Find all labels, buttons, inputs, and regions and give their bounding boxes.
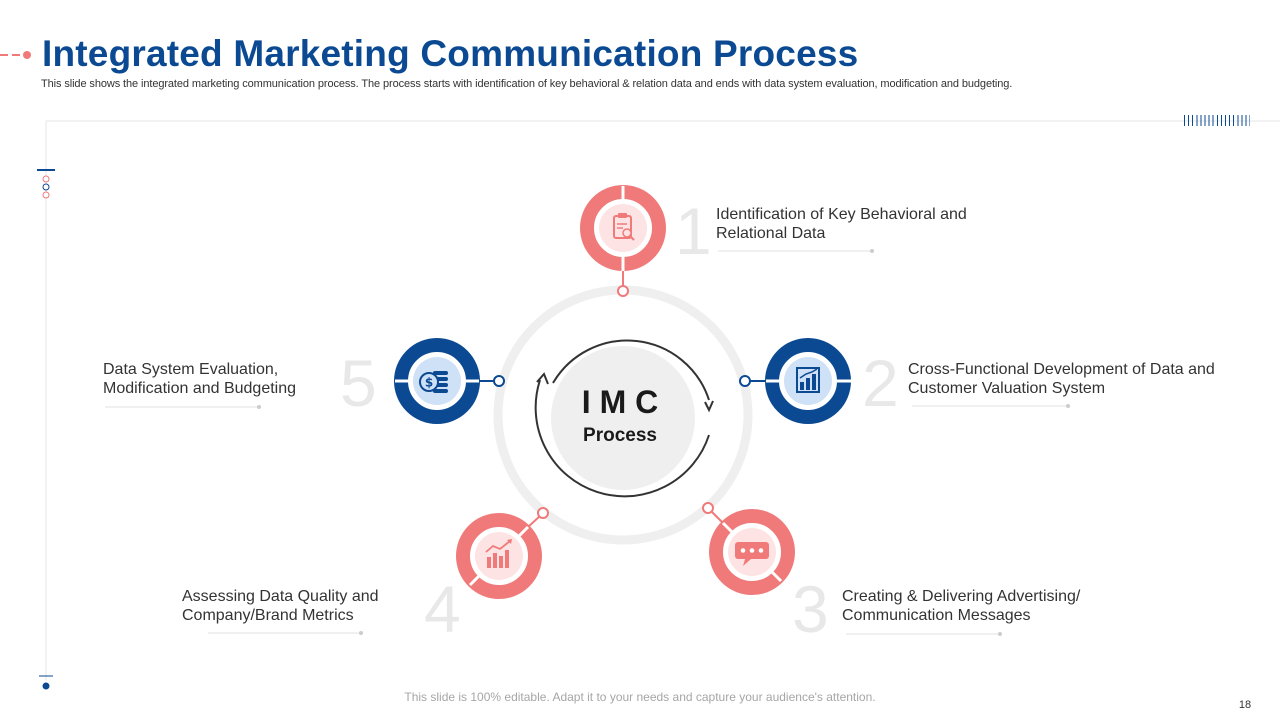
step-1-number: 1 — [675, 194, 712, 268]
connector-4 — [527, 515, 541, 528]
connector-dot-5 — [493, 375, 505, 387]
decor-ring — [42, 183, 50, 191]
step-1-line1: Identification of Key Behavioral and — [716, 206, 967, 223]
step-1-line2: Relational Data — [716, 225, 826, 242]
step-3-underline-dot — [998, 632, 1002, 636]
speech-bubble-icon — [735, 542, 769, 566]
step-2-line2: Customer Valuation System — [908, 380, 1106, 397]
page-title: Integrated Marketing Communication Proce… — [42, 33, 859, 74]
step-5-underline-dot — [257, 405, 261, 409]
decor-ring — [42, 191, 50, 199]
cycle-arrow-top — [552, 339, 710, 401]
step-4-line2: Company/Brand Metrics — [182, 607, 354, 624]
center-label-process: Process — [583, 425, 657, 446]
connector-dot-4 — [537, 507, 549, 519]
connector-dot-1 — [617, 285, 629, 297]
step-5-text: Data System Evaluation, Modification and… — [103, 360, 296, 398]
step-2-number: 2 — [862, 346, 899, 420]
page-number: 18 — [1238, 699, 1252, 711]
cycle-arrow-bottom — [534, 379, 710, 498]
step-5-line1: Data System Evaluation, — [103, 361, 279, 378]
center-label-imc: I M C — [581, 384, 659, 420]
step-2-text: Cross-Functional Development of Data and… — [908, 360, 1215, 398]
step-1-text: Identification of Key Behavioral and Rel… — [716, 205, 967, 243]
page-subtitle: This slide shows the integrated marketin… — [41, 78, 1013, 90]
bar-chart-icon — [796, 367, 820, 393]
step-5-number: 5 — [340, 346, 377, 420]
money-icon: $ — [419, 371, 448, 393]
step-3-text: Creating & Delivering Advertising/ Commu… — [842, 587, 1080, 625]
step-1-underline-dot — [870, 249, 874, 253]
svg-text:$: $ — [425, 376, 433, 390]
center-circle — [551, 346, 695, 490]
connector-dot-3 — [702, 502, 714, 514]
clipboard-search-icon — [613, 213, 635, 241]
step-3-line2: Communication Messages — [842, 607, 1031, 624]
step-4-line1: Assessing Data Quality and — [182, 588, 379, 605]
step-2-line1: Cross-Functional Development of Data and — [908, 361, 1215, 378]
decor-dot — [23, 51, 31, 59]
step-3-line1: Creating & Delivering Advertising/ — [842, 588, 1081, 605]
barcode-decoration — [1184, 115, 1250, 126]
connector-dot-2 — [739, 375, 751, 387]
step-4-number: 4 — [424, 572, 461, 646]
decor-ring — [42, 175, 50, 183]
decor-dot — [42, 682, 50, 690]
step-5-line2: Modification and Budgeting — [103, 380, 297, 397]
step-4-underline-dot — [359, 631, 363, 635]
step-4-text: Assessing Data Quality and Company/Brand… — [182, 587, 379, 625]
growth-chart-icon — [485, 539, 512, 568]
cycle-arrowhead — [704, 400, 714, 413]
footer-note: This slide is 100% editable. Adapt it to… — [404, 690, 876, 704]
step-1-node — [580, 185, 666, 271]
step-2-underline-dot — [1066, 404, 1070, 408]
cycle-arrowhead — [536, 372, 549, 385]
step-3-number: 3 — [792, 572, 829, 646]
